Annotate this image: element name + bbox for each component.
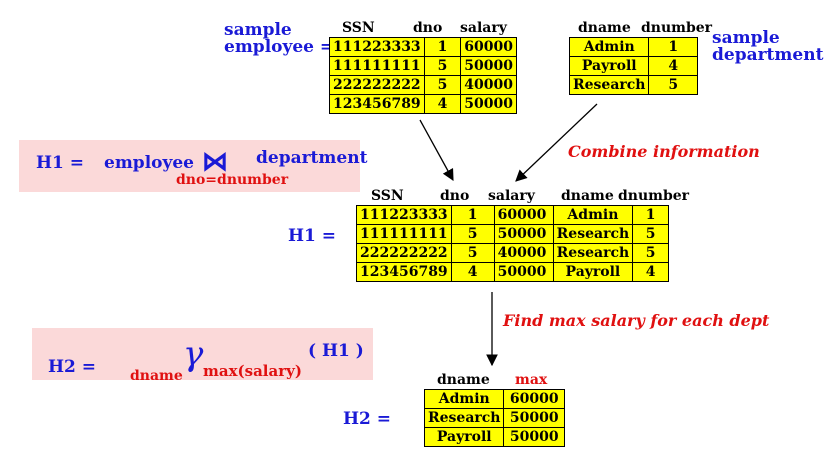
table-cell: 50000 bbox=[503, 427, 565, 447]
table-row: 123456789 4 50000 Payroll 4 bbox=[356, 262, 669, 282]
h1-col-header: SSN bbox=[371, 188, 404, 204]
h2-table-label: H2 = bbox=[343, 409, 392, 429]
table-row: Admin 60000 bbox=[423, 389, 565, 409]
table-row: Payroll 4 bbox=[568, 56, 698, 76]
table-cell: 5 bbox=[648, 75, 698, 95]
combine-information-label: Combine information bbox=[568, 142, 760, 161]
h1-expr-left-relation: employee bbox=[104, 153, 194, 173]
table-cell: 50000 bbox=[493, 262, 554, 282]
table-row: Admin 1 bbox=[568, 37, 698, 57]
h2-expr-aggregate: max(salary) bbox=[203, 362, 302, 380]
table-row: 111111111 5 50000 bbox=[329, 56, 517, 76]
table-cell: 50000 bbox=[460, 56, 517, 76]
sample-department-label-line2: department bbox=[712, 45, 824, 65]
h1-table-label: H1 = bbox=[288, 226, 337, 246]
h2-expr-argument: ( H1 ) bbox=[308, 341, 364, 361]
table-row: 111223333 1 60000 Admin 1 bbox=[356, 205, 669, 225]
sample-department-label-line1: sample bbox=[712, 28, 780, 48]
table-cell: 222222222 bbox=[329, 75, 425, 95]
employee-col-header: dno bbox=[413, 20, 443, 36]
table-row: Research 5 bbox=[568, 75, 698, 95]
h1-table: 111223333 1 60000 Admin 1 111111111 5 50… bbox=[356, 205, 669, 282]
sample-department-table: Admin 1 Payroll 4 Research 5 bbox=[568, 37, 698, 95]
department-col-header: dname bbox=[578, 20, 631, 36]
h1-col-header: dnumber bbox=[618, 188, 690, 204]
table-cell: Research bbox=[552, 224, 634, 244]
h1-col-header: dname bbox=[561, 188, 614, 204]
table-cell: Admin bbox=[568, 37, 650, 57]
gamma-grouping-icon: γ bbox=[183, 334, 204, 374]
arrow-employee-to-h1 bbox=[419, 119, 454, 182]
h2-table: Admin 60000 Research 50000 Payroll 50000 bbox=[423, 389, 565, 447]
table-cell: 111111111 bbox=[329, 56, 425, 76]
find-max-salary-label: Find max salary for each dept bbox=[503, 311, 770, 330]
table-row: 111223333 1 60000 bbox=[329, 37, 517, 57]
table-cell: 4 bbox=[632, 262, 669, 282]
table-cell: 111223333 bbox=[329, 37, 425, 57]
table-row: 111111111 5 50000 Research 5 bbox=[356, 224, 669, 244]
arrow-department-to-h1 bbox=[515, 103, 598, 182]
table-cell: Research bbox=[423, 408, 505, 428]
table-row: 222222222 5 40000 bbox=[329, 75, 517, 95]
table-cell: Payroll bbox=[552, 262, 634, 282]
h1-expr-lhs: H1 = bbox=[36, 153, 85, 173]
table-cell: 123456789 bbox=[329, 94, 425, 114]
h1-expression-box bbox=[19, 140, 360, 192]
table-cell: Admin bbox=[552, 205, 634, 225]
sample-employee-label-line2: employee = bbox=[224, 37, 335, 57]
table-cell: 50000 bbox=[460, 94, 517, 114]
h1-expr-join-condition: dno=dnumber bbox=[176, 172, 289, 188]
h1-expr-right-relation: department bbox=[256, 148, 368, 168]
table-cell: Payroll bbox=[423, 427, 505, 447]
table-cell: 50000 bbox=[503, 408, 565, 428]
table-row: Research 50000 bbox=[423, 408, 565, 428]
h2-expr-lhs: H2 = bbox=[48, 357, 97, 377]
employee-col-header: salary bbox=[460, 20, 507, 36]
table-cell: 123456789 bbox=[356, 262, 452, 282]
h2-expression-box bbox=[32, 328, 373, 380]
h2-col-header-max: max bbox=[515, 372, 548, 388]
table-row: 123456789 4 50000 bbox=[329, 94, 517, 114]
employee-col-header: SSN bbox=[342, 20, 375, 36]
table-cell: Research bbox=[568, 75, 650, 95]
h2-col-header: dname bbox=[437, 372, 490, 388]
h1-col-header: dno bbox=[440, 188, 470, 204]
department-col-header: dnumber bbox=[641, 20, 713, 36]
table-cell: 60000 bbox=[503, 389, 565, 409]
natural-join-icon: ⋈ bbox=[202, 147, 228, 177]
sample-employee-table: 111223333 1 60000 111111111 5 50000 2222… bbox=[329, 37, 517, 114]
table-row: Payroll 50000 bbox=[423, 427, 565, 447]
h2-expr-group-attr: dname bbox=[130, 368, 183, 384]
h1-col-header: salary bbox=[488, 188, 535, 204]
table-cell: 40000 bbox=[460, 75, 517, 95]
sample-employee-label-line1: sample bbox=[224, 20, 292, 40]
table-cell: 111111111 bbox=[356, 224, 452, 244]
